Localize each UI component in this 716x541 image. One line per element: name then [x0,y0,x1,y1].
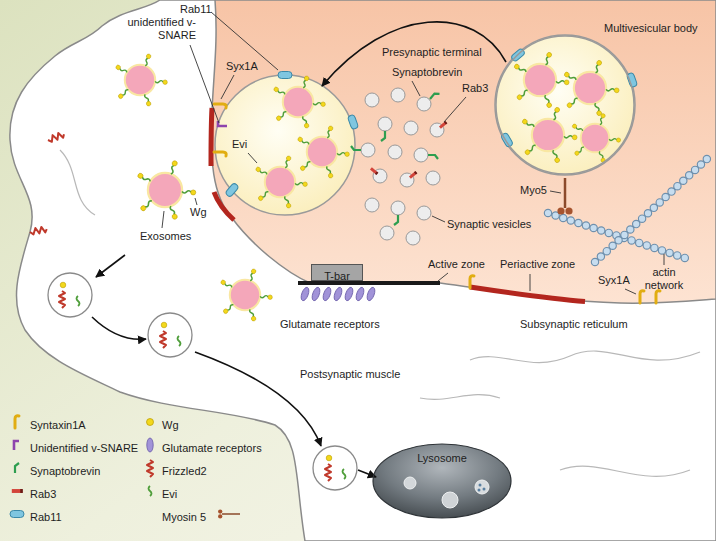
myosin-symbol [557,178,572,215]
t-bar-box: T-bar [311,264,363,281]
lysosome-ellipse: Lysosome [372,443,512,519]
protein-label: unidentified v-SNARE [118,16,196,42]
protein-label: Syx1A [598,274,630,287]
legend-text: Syntaxin1A [30,419,86,431]
legend-text: Wg [162,419,179,431]
label-slot: actin network [636,266,692,292]
structure-label: Exosomes [140,230,191,243]
label-slot: Synaptic vesicles [447,218,531,231]
label-slot: unidentified v-SNARE [118,16,196,42]
node-text: Lysosome [372,452,512,465]
legend-entry: Evi [162,484,177,502]
legend-entry: Syntaxin1A [30,415,86,433]
label-slot: Postsynaptic muscle [300,368,400,381]
protein-label: Rab11 [180,3,212,16]
region-label: Subsynaptic reticulum [520,318,628,331]
label-slot: Active zone [428,258,485,271]
label-slot: Exosomes [140,230,191,243]
endocytic-vesicles [29,131,357,490]
lysosome-shape [373,444,511,518]
node-text: Multivesicular body [604,22,716,35]
circle-border [496,36,634,174]
legend-symbols [10,416,240,519]
legend-text: Rab3 [30,488,56,500]
structure-label: Glutamate receptors [280,318,380,331]
label-slot: Synaptobrevin [392,66,462,79]
multivesicular-bodies [215,35,635,215]
legend-entry: Rab11 [30,507,62,525]
label-slot: Syx1A [598,274,630,287]
label-slot: Wg [190,206,207,219]
label-slot: Myo5 [520,184,547,197]
synaptic-vesicles [351,88,447,245]
label-slot: Syx1A [226,60,258,73]
legend-entry: Unidentified v-SNARE [30,438,138,456]
label-slot: Periactive zone [500,258,575,271]
label-slot: Glutamate receptors [280,318,380,331]
protein-label: Syx1A [226,60,258,73]
protein-label: Wg [190,206,207,219]
protein-label: Myo5 [520,184,547,197]
snare-proteins [214,104,660,303]
label-slot: Rab3 [462,82,488,95]
node-text: T-bar [324,270,350,283]
presynaptic-terminal-shape [211,0,716,303]
label-slot: Evi [232,138,247,151]
region-label: Presynaptic terminal [382,46,482,59]
protein-label: Synaptobrevin [392,66,462,79]
legend-text: Frizzled2 [162,465,207,477]
legend-entry: Myosin 5 [162,507,206,525]
active-zone-line [298,281,440,285]
legend-entry: Frizzled2 [162,461,207,479]
legend-text: Rab11 [30,511,62,523]
vesicle-body-circle: Multivesicular body [495,35,635,175]
structure-label: actin network [636,266,692,292]
legend-entry: Synaptobrevin [30,461,100,479]
legend-text: Synaptobrevin [30,465,100,477]
region-label: Postsynaptic muscle [300,368,400,381]
legend-entry: Glutamate receptors [162,438,262,456]
leader-lines [162,12,664,294]
legend-entry: Wg [162,415,179,433]
postsynaptic-muscle-shape [10,0,716,541]
legend-text: Glutamate receptors [162,442,262,454]
label-slot: Subsynaptic reticulum [520,318,628,331]
circle-outline [495,35,635,175]
protein-label: Evi [232,138,247,151]
legend-entry: Rab3 [30,484,56,502]
structure-label: Synaptic vesicles [447,218,531,231]
label-slot: Presynaptic terminal [382,46,482,59]
region-label: Active zone [428,258,485,271]
trafficking-arrows [92,22,506,477]
exosomes [115,52,621,322]
legend-text: Unidentified v-SNARE [30,442,138,454]
legend-text: Myosin 5 [162,511,206,523]
label-slot: Rab11 [180,3,212,16]
legend-text: Evi [162,488,177,500]
glutamate-receptors [300,286,377,301]
protein-label: Rab3 [462,82,488,95]
region-label: Periactive zone [500,258,575,271]
rab11-proteins [225,48,638,198]
ellipse-border [373,444,511,518]
